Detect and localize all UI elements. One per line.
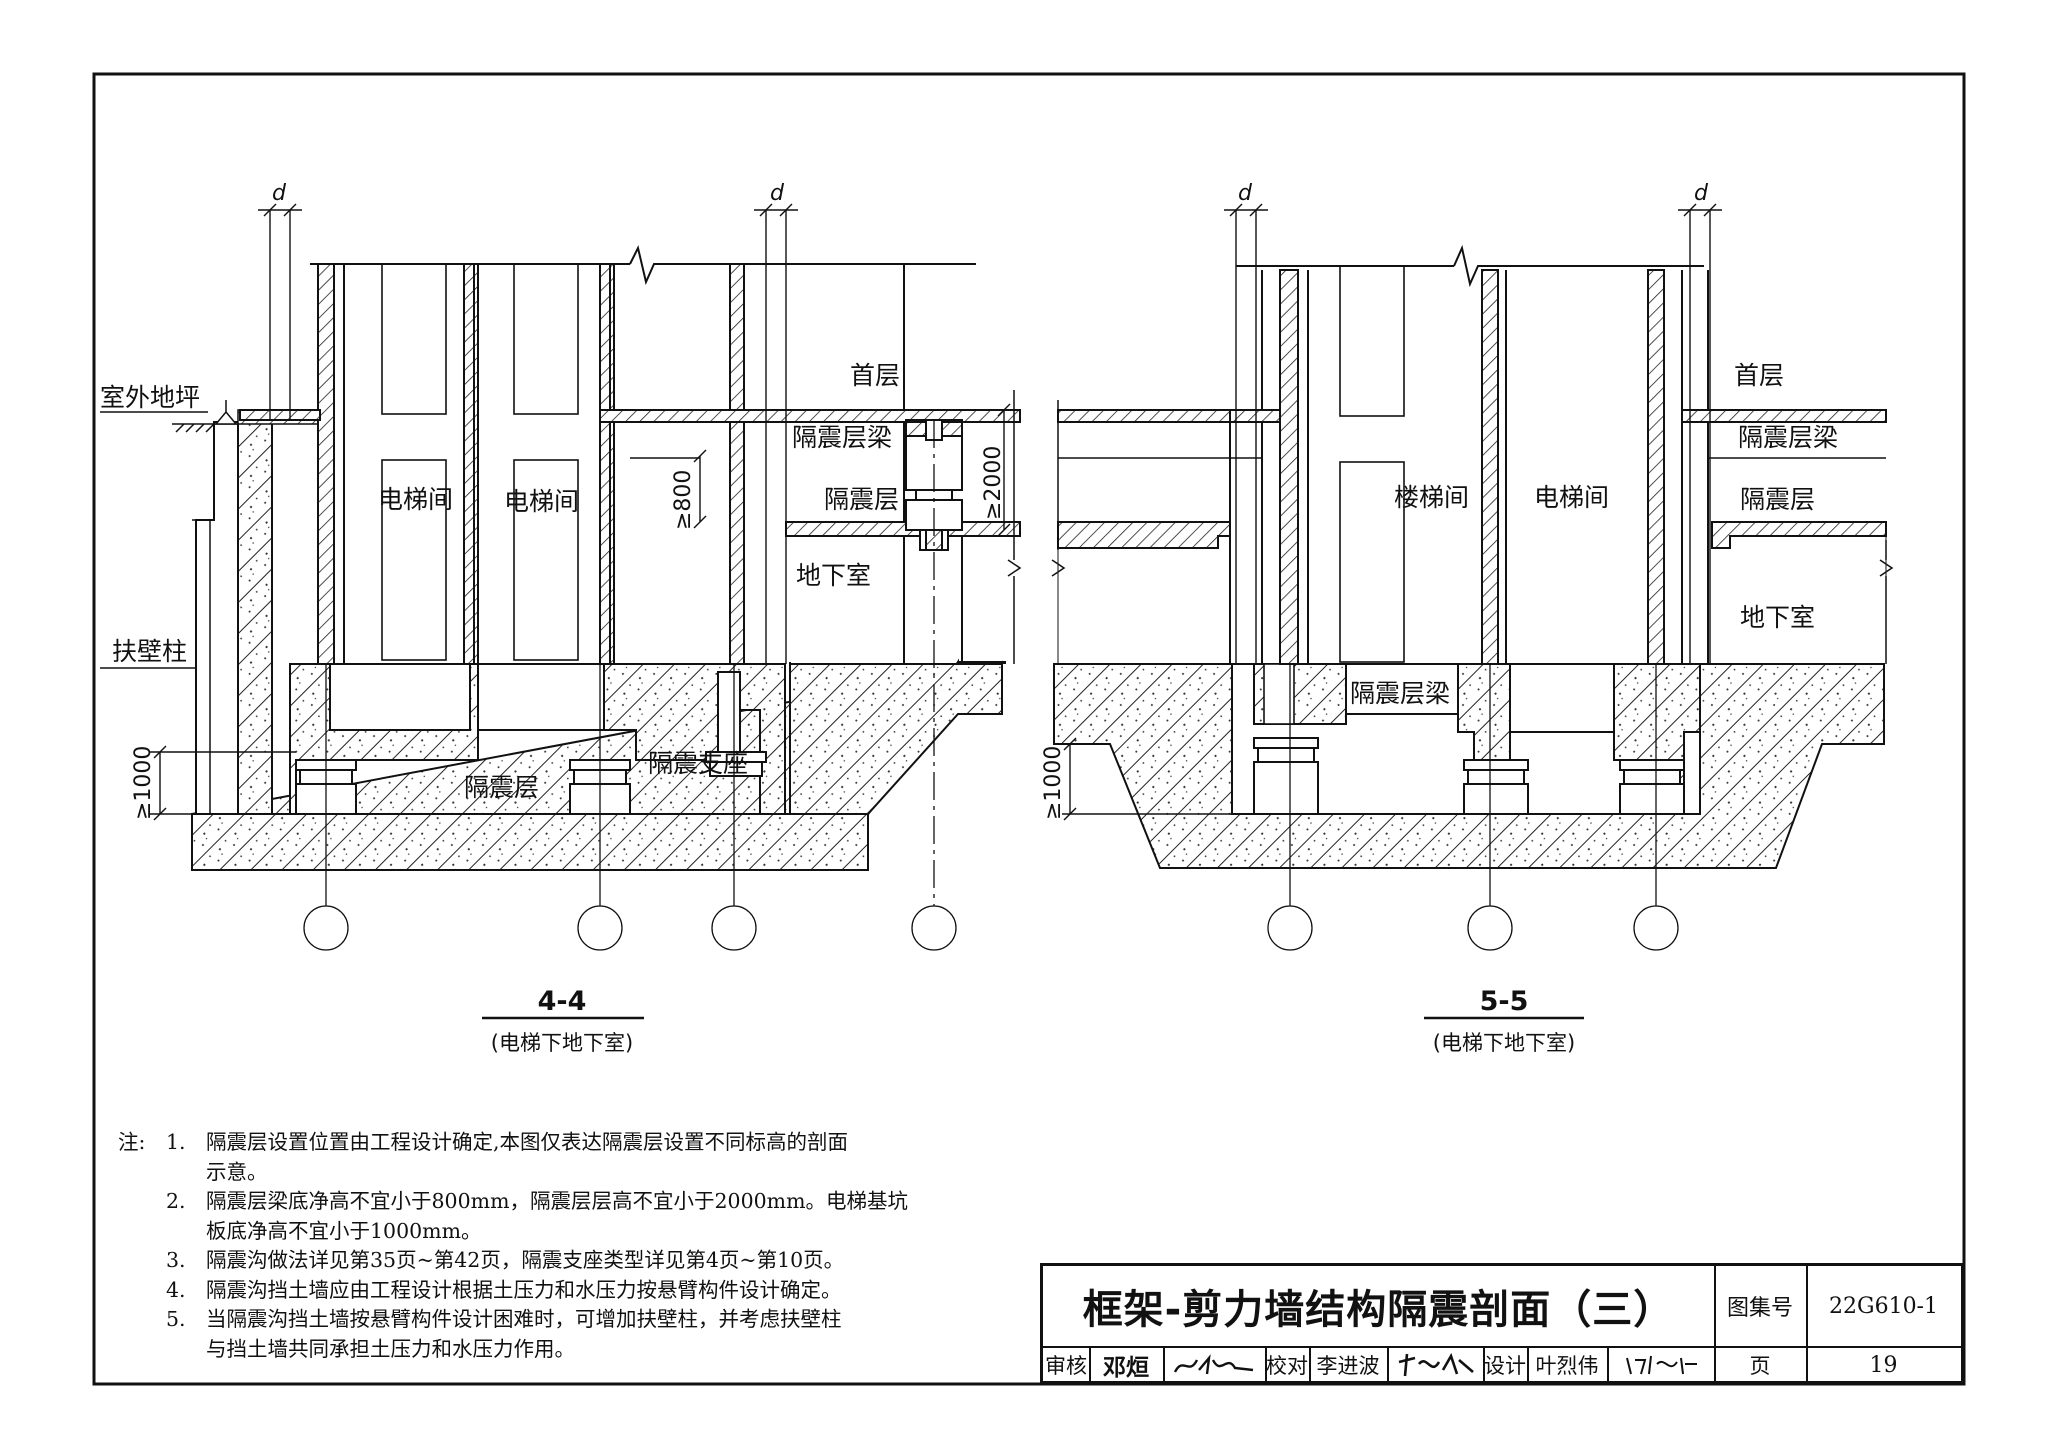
note-line: 隔震层设置位置由工程设计确定,本图仅表达隔震层设置不同标高的剖面: [206, 1130, 849, 1154]
note-num: 5.: [166, 1307, 186, 1331]
section-title-5-5: 5-5: [1480, 986, 1529, 1017]
dim-d-label: d: [1238, 181, 1253, 206]
label-first-floor-4-4: 首层: [850, 361, 900, 390]
label-outdoor-ground: 室外地坪: [100, 383, 200, 412]
note-line: 示意。: [206, 1159, 268, 1184]
label-basement-5-5: 地下室: [1740, 603, 1815, 632]
pit-slope-4-4: [789, 663, 1003, 815]
dim-d-5-5: [1062, 203, 1722, 821]
note-line: 与挡土墙共同承担土压力和水压力作用。: [206, 1336, 575, 1361]
wall-lines-5-5: [1236, 244, 1709, 664]
note-line: 隔震沟做法详见第35页~第42页，隔震支座类型详见第4页~第10页。: [206, 1248, 845, 1272]
checker-name: 李进波: [1316, 1354, 1380, 1378]
note-num: 3.: [166, 1248, 186, 1272]
axis-bubble: [1467, 905, 1513, 951]
pit-box-1: [329, 663, 471, 731]
note-num: 2.: [166, 1189, 186, 1213]
section-subtitle-5-5: (电梯下地下室): [1433, 1031, 1575, 1055]
pit-col-inner: [1263, 663, 1295, 725]
break-line-4-4: [1007, 390, 1022, 664]
axis-bubble: [1267, 905, 1313, 951]
buttress-4-4: [195, 421, 239, 815]
dim-d-label: d: [272, 181, 287, 206]
label-basement-4-4: 地下室: [796, 561, 871, 590]
section-4-4: 室外地坪 扶壁柱 电梯间 电梯间 首层 隔震层梁 隔震层 地下室 隔震层 隔震支…: [100, 181, 1022, 1055]
notes-heading: 注:: [118, 1130, 146, 1154]
title-block: 框架-剪力墙结构隔震剖面（三） 图集号 22G610-1 审核 邓烜 校对 李进…: [1040, 1263, 1964, 1384]
label-iso-support: 隔震支座: [648, 749, 748, 778]
section-subtitle-4-4: (电梯下地下室): [491, 1031, 633, 1055]
label-stair-room: 楼梯间: [1394, 483, 1469, 512]
notes-block: 注: 1. 隔震层设置位置由工程设计确定,本图仅表达隔震层设置不同标高的剖面 示意。…: [118, 1128, 998, 1364]
reviewer-signature: [1163, 1346, 1265, 1384]
dim-d-label: d: [1694, 181, 1709, 206]
drawing-frame: [92, 72, 1966, 1386]
review-label: 审核: [1045, 1354, 1087, 1378]
page-number: 19: [1869, 1352, 1898, 1378]
axis-bubble: [577, 905, 623, 951]
label-elevator-room-1: 电梯间: [378, 485, 453, 514]
label-buttress: 扶壁柱: [112, 637, 187, 666]
label-iso-layer-pit: 隔震层: [464, 773, 539, 802]
label-iso-beam-5-5: 隔震层梁: [1738, 423, 1838, 452]
note-num: 1.: [166, 1130, 186, 1154]
axis-bubble: [711, 905, 757, 951]
section-5-5: 楼梯间 电梯间 首层 隔震层梁 隔震层 地下室 隔震层梁 d d ≥1000 5…: [1041, 181, 1894, 1055]
dim-2000-label: ≥2000: [981, 446, 1006, 520]
label-iso-beam-pit: 隔震层梁: [1350, 679, 1450, 708]
design-label: 设计: [1484, 1354, 1526, 1378]
core-walls-5-5: [1279, 269, 1665, 665]
axis-bubble: [911, 905, 957, 951]
dim-1000-label-5-5: ≥1000: [1041, 746, 1066, 820]
designer-name: 叶烈伟: [1535, 1354, 1599, 1378]
axis-bubble: [1633, 905, 1679, 951]
dim-800-label: ≥800: [671, 470, 696, 530]
section-title-4-4: 4-4: [538, 986, 587, 1017]
drawing-title: 框架-剪力墙结构隔震剖面（三）: [1082, 1287, 1675, 1333]
dim-d-label: d: [770, 181, 785, 206]
pit-box-2: [477, 663, 605, 731]
note-line: 板底净高不宜小于1000mm。: [206, 1218, 482, 1243]
pit-box-5-5: [1509, 663, 1615, 733]
axis-bubble: [303, 905, 349, 951]
label-elevator-room-2: 电梯间: [504, 487, 579, 516]
dim-d-4-4: [150, 203, 1011, 821]
dim-1000-label: ≥1000: [131, 746, 156, 820]
iso-beam-box-5-5: [1345, 663, 1459, 715]
pit-floor-4-4: [191, 813, 869, 871]
note-line: 隔震层梁底净高不宜小于800mm，隔震层层高不宜小于2000mm。电梯基坑: [206, 1189, 909, 1213]
wall-lines-4-4: [310, 245, 976, 664]
designer-signature: [1607, 1346, 1714, 1384]
axes-4-4: [303, 420, 957, 951]
retaining-wall-4-4: [237, 421, 273, 815]
label-elevator-room-3: 电梯间: [1534, 483, 1609, 512]
check-label: 校对: [1266, 1354, 1308, 1378]
note-num: 4.: [166, 1277, 186, 1302]
note-line: 隔震沟挡土墙应由工程设计根据土压力和水压力按悬臂构件设计确定。: [206, 1277, 842, 1302]
label-iso-beam-4-4: 隔震层梁: [792, 423, 892, 452]
label-iso-layer-5-5: 隔震层: [1740, 485, 1815, 514]
reviewer-name: 邓烜: [1103, 1355, 1149, 1381]
note-line: 当隔震沟挡土墙按悬臂构件设计困难时，可增加扶壁柱，并考虑扶壁柱: [206, 1307, 842, 1331]
break-line-5-5-left: [1051, 400, 1066, 577]
atlas-label: 图集号: [1726, 1296, 1793, 1321]
ground-symbol-4-4: [172, 400, 238, 814]
label-iso-layer-4-4: 隔震层: [824, 485, 899, 514]
page-label: 页: [1749, 1354, 1771, 1378]
atlas-number: 22G610-1: [1829, 1293, 1938, 1319]
isolation-bearings-5-5: [1253, 737, 1685, 815]
core-walls-4-4: [317, 263, 745, 665]
break-line-5-5-right: [1879, 540, 1894, 664]
door-openings-5-5: [1339, 265, 1405, 663]
axes-5-5: [1267, 664, 1679, 951]
checker-signature: [1387, 1346, 1483, 1384]
pit-box-3: [717, 671, 741, 753]
label-first-floor-5-5: 首层: [1734, 361, 1784, 390]
door-openings-4-4: [381, 263, 579, 661]
